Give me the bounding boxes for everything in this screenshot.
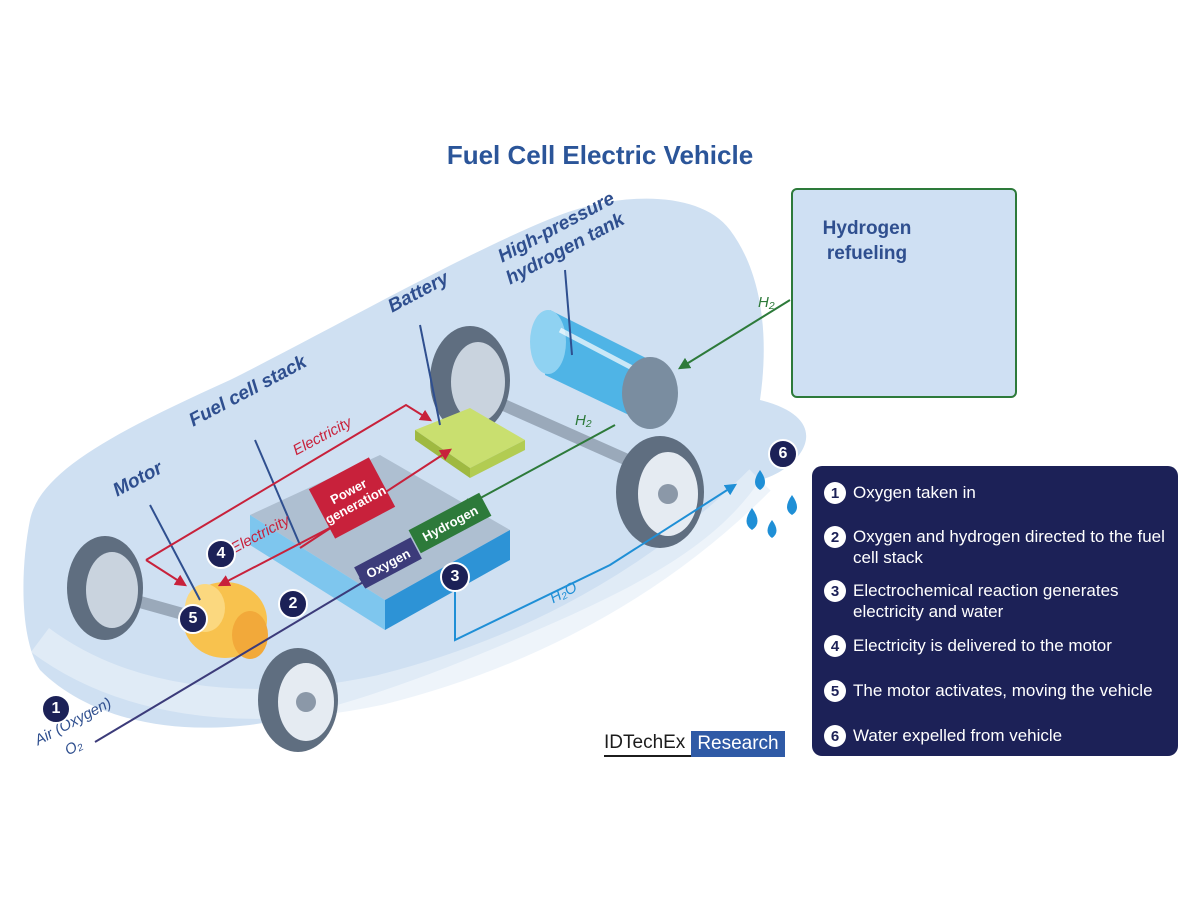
legend-text: Water expelled from vehicle — [853, 726, 1063, 745]
legend-number: 2 — [824, 526, 846, 548]
legend-item: 6 Water expelled from vehicle — [824, 725, 1174, 747]
refueling-title: Hydrogen refueling — [822, 218, 912, 264]
h2o-arrow — [454, 483, 738, 642]
wheel-front-left — [67, 536, 143, 640]
refueling-panel: Hydrogen refueling — [791, 188, 1017, 398]
legend-item: 1 Oxygen taken in — [824, 482, 1174, 504]
label-h2-stack: H₂ — [575, 412, 592, 429]
badge-6: 6 — [768, 439, 798, 469]
electricity-arrow-motor — [145, 559, 188, 587]
badge-3: 3 — [440, 562, 470, 592]
legend-item: 5 The motor activates, moving the vehicl… — [824, 680, 1174, 702]
logo-name: IDTechEx — [604, 731, 692, 757]
oxygen-arrow — [94, 576, 373, 743]
h2-arrow-stack — [459, 424, 616, 510]
motor — [183, 582, 268, 659]
legend-text: Oxygen and hydrogen directed to the fuel… — [853, 527, 1165, 567]
legend-number: 5 — [824, 680, 846, 702]
badge-5: 5 — [178, 604, 208, 634]
h2-arrow-refuel — [677, 299, 791, 370]
legend-text: Electricity is delivered to the motor — [853, 636, 1112, 655]
step-legend: 1 Oxygen taken in 2 Oxygen and hydrogen … — [812, 466, 1178, 756]
legend-number: 6 — [824, 725, 846, 747]
logo-tag: Research — [691, 731, 785, 757]
legend-number: 1 — [824, 482, 846, 504]
page-title: Fuel Cell Electric Vehicle — [446, 140, 754, 170]
legend-text: Oxygen taken in — [853, 483, 976, 502]
legend-item: 2 Oxygen and hydrogen directed to the fu… — [824, 526, 1174, 568]
badge-1: 1 — [41, 694, 71, 724]
wheel-rear-left — [430, 326, 510, 434]
legend-number: 3 — [824, 580, 846, 602]
water-droplets — [746, 470, 797, 538]
legend-text: The motor activates, moving the vehicle — [853, 681, 1153, 700]
legend-item: 4 Electricity is delivered to the motor — [824, 635, 1174, 657]
idtechex-logo: IDTechEx Research — [604, 731, 785, 757]
badge-4: 4 — [206, 539, 236, 569]
legend-item: 3 Electrochemical reaction generates ele… — [824, 580, 1174, 622]
wheel-front-right — [258, 648, 338, 752]
legend-text: Electrochemical reaction generates elect… — [853, 581, 1119, 621]
badge-2: 2 — [278, 589, 308, 619]
legend-number: 4 — [824, 635, 846, 657]
label-h2-refuel: H₂ — [758, 294, 775, 311]
electricity-arrow-top — [145, 403, 433, 561]
wheel-rear-right — [616, 436, 704, 548]
electricity-arrow-mid — [217, 519, 346, 587]
